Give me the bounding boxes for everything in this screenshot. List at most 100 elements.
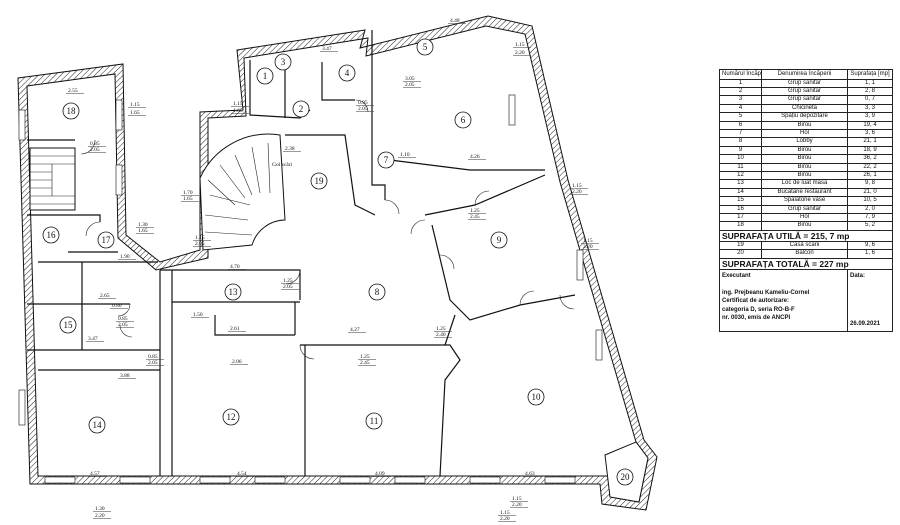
- room-circle: [527, 388, 545, 406]
- cell-nr: 15: [719, 196, 762, 206]
- room-circle: [42, 226, 60, 244]
- dimension-label: 3.88: [120, 373, 130, 379]
- cell-nr: 7: [719, 128, 762, 139]
- cell-area: 21, 0: [847, 187, 893, 198]
- room-number: 12: [227, 412, 236, 422]
- cell-nr: 10: [719, 154, 762, 164]
- header-area: Suprafața [mp]: [847, 69, 893, 80]
- dimension-label: 2.65: [100, 293, 110, 299]
- executant-line: Certificat de autorizare:: [722, 298, 790, 305]
- date-cell: Data:26.09.2021: [847, 268, 893, 332]
- dimension-label: 3.47: [322, 46, 332, 52]
- dimension-label: 0.80: [112, 303, 122, 309]
- room-label: 9: [490, 231, 508, 249]
- room-label: 13: [224, 283, 242, 301]
- room-circle: [377, 151, 395, 169]
- room-number: 9: [497, 235, 502, 245]
- dimension-label: 1.70: [183, 190, 193, 196]
- room-label: 12: [222, 408, 240, 426]
- dimension-label: 2.05: [195, 241, 205, 247]
- cell-nr: 11: [719, 162, 762, 172]
- cell-area: 9, 6: [847, 240, 893, 251]
- cell-area: 22, 2: [847, 162, 893, 172]
- room-circle: [616, 468, 634, 486]
- dimension-label: 2.05: [358, 106, 368, 112]
- dimension-label: 2.45: [360, 360, 370, 366]
- cell-area: 36, 2: [847, 154, 893, 164]
- cell-name: Balcon: [761, 249, 848, 259]
- interior-walls: [27, 30, 576, 477]
- dimension-label: 2.20: [512, 502, 522, 508]
- dimension-label: 4.48: [450, 18, 460, 24]
- room-circle: [274, 53, 292, 71]
- cell-nr: 17: [719, 212, 762, 223]
- room-number: 17: [102, 235, 112, 245]
- dimension-label: 1.15: [515, 42, 525, 48]
- cell-area: 3, 6: [847, 128, 893, 139]
- cell-area: 19, 4: [847, 120, 893, 130]
- cell-nr: 2: [719, 86, 762, 97]
- room-circle: [338, 64, 356, 82]
- dimension-label: 2.61: [230, 326, 240, 332]
- executant-label: Executant: [722, 272, 751, 279]
- room-number: 4: [345, 68, 350, 78]
- dimension-label: 3.47: [88, 336, 98, 342]
- cell-name: Loc de luat masa: [761, 179, 848, 189]
- cell-name: Grup sanitar: [761, 86, 848, 97]
- dimension-label: 2.05: [90, 147, 100, 153]
- cell-nr: 8: [719, 137, 762, 147]
- dimension-label: 2.05: [283, 284, 293, 290]
- dimension-label: 0.85: [118, 316, 128, 322]
- dimension-label: 1.15: [512, 496, 522, 502]
- windows: [18, 94, 603, 484]
- cell-nr: 9: [719, 145, 762, 156]
- room-number: 10: [532, 392, 542, 402]
- exterior-walls: [17, 15, 658, 511]
- dimension-label: 1.25: [470, 208, 480, 214]
- cell-area: 2, 0: [847, 204, 893, 215]
- room-table: Numărul încăperii Denumirea încăperii Su…: [719, 69, 893, 332]
- room-circle: [310, 172, 328, 190]
- cell-name: Birou: [761, 154, 848, 164]
- cell-name: Hol: [761, 212, 848, 223]
- dimension-label: 1.25: [283, 278, 293, 284]
- cell-area: 10, 5: [847, 196, 893, 206]
- dimension-label: 1.15: [195, 235, 205, 241]
- cell-nr: 3: [719, 95, 762, 105]
- room-number: 15: [64, 320, 74, 330]
- cell-area: 0, 7: [847, 95, 893, 105]
- dimension-label: 1.15: [572, 183, 582, 189]
- room-label: 6: [454, 111, 472, 129]
- dimension-label: 1.15: [233, 101, 243, 107]
- room-label: 11: [365, 412, 383, 430]
- cell-area: 5, 2: [847, 221, 893, 231]
- room-number: 3: [281, 57, 286, 67]
- date-spacer: [850, 280, 890, 320]
- table-header-row: Numărul încăperii Denumirea încăperii Su…: [719, 69, 893, 80]
- room-label: 5: [416, 38, 434, 56]
- cell-area: 3, 9: [847, 112, 893, 122]
- cell-name: Birou: [761, 170, 848, 181]
- room-label: 4: [338, 64, 356, 82]
- dimension-label: 1.15: [130, 102, 140, 108]
- util-total-row-text: SUPRAFAȚA UTILĂ = 215, 7 mp: [719, 229, 893, 242]
- cell-name: Grup sanitar: [761, 78, 848, 88]
- cell-area: 2, 8: [847, 86, 893, 97]
- room-circle: [365, 412, 383, 430]
- room-circle: [368, 283, 386, 301]
- room-circle: [416, 38, 434, 56]
- dimension-label: 4.26: [470, 154, 480, 160]
- cell-nr: 16: [719, 204, 762, 215]
- cell-area: 18, 9: [847, 145, 893, 156]
- dimension-label: 2.45: [470, 214, 480, 220]
- room-number: 20: [621, 472, 631, 482]
- dimension-label: 1.90: [120, 254, 130, 260]
